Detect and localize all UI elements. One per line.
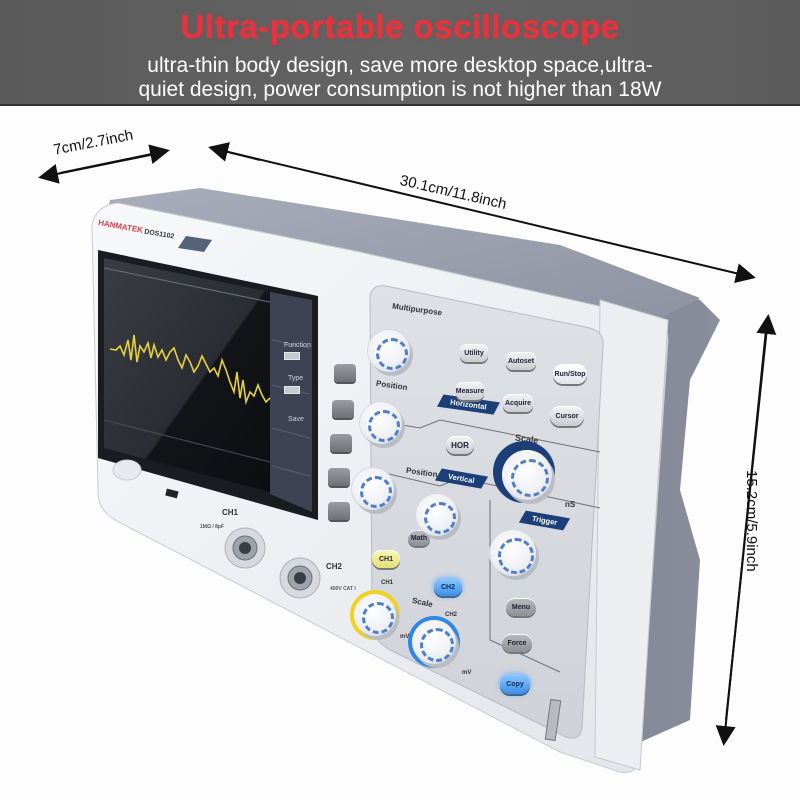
ns-label: nS [565,500,576,509]
ch1-position-knob[interactable] [352,468,394,510]
screen-menu-save: Save [288,416,304,423]
trigger-level-knob[interactable] [490,530,536,576]
softkey-2[interactable] [332,400,354,418]
ch2-button[interactable]: CH2 [434,578,462,596]
softkey-3[interactable] [330,434,352,452]
acquire-button[interactable]: Acquire [503,394,533,412]
copy-button[interactable]: Copy [500,674,530,694]
usb-port[interactable] [164,487,180,499]
banner-subtitle-line1: ultra-thin body design, save more deskto… [147,54,653,77]
banner-subtitle-line2: quiet design, power consumption is not h… [138,78,662,101]
height-label: 15.2cm/5.9inch [743,470,760,572]
banner-title: Ultra-portable oscilloscope [180,8,620,45]
cursor-button[interactable]: Cursor [550,406,584,426]
ch2-input-spec: 400V CAT I [330,586,356,592]
screen-menu-type: Type [288,375,304,382]
ch2-bnc-connector[interactable] [280,558,320,598]
ch2-position-knob[interactable] [416,494,458,536]
screen-menu-function: Function [284,342,311,349]
softkey-5[interactable] [328,502,350,520]
math-button[interactable]: Math [408,530,430,546]
softkey-4[interactable] [328,468,350,486]
horizontal-position-knob[interactable] [360,402,402,444]
ch2-knob-label: CH2 [445,612,458,618]
run-stop-button[interactable]: Run/Stop [553,364,587,384]
ch2-scale-knob[interactable] [412,620,456,664]
force-button[interactable]: Force [502,634,532,652]
header-banner: Ultra-portable oscilloscope ultra-thin b… [0,0,800,106]
ch1-mv-label: mV [400,634,410,640]
trigger-menu-button[interactable]: Menu [506,598,536,616]
probe-compensation-terminal [544,698,562,742]
hor-button[interactable]: HOR [446,436,474,454]
ch1-scale-knob[interactable] [354,594,396,636]
multipurpose-knob[interactable] [368,330,410,372]
screen-menu-function-value [284,352,300,360]
ch1-button[interactable]: CH1 [372,550,400,568]
screen-menu-type-value [284,386,300,394]
ch1-bnc-connector[interactable] [225,528,265,568]
ch2-input-label: CH2 [326,562,343,571]
ch1-input-label: CH1 [222,508,239,517]
ch1-input-spec: 1MΩ / 8pF [200,524,225,530]
measure-button[interactable]: Measure [456,382,484,400]
autoset-button[interactable]: Autoset [506,352,536,370]
ch1-knob-label: CH1 [381,580,394,586]
ch2-mv-label: mV [462,670,472,676]
power-button[interactable] [113,460,141,480]
utility-button[interactable]: Utility [460,344,488,362]
softkey-1[interactable] [334,364,356,382]
horizontal-scale-knob[interactable] [502,450,552,500]
